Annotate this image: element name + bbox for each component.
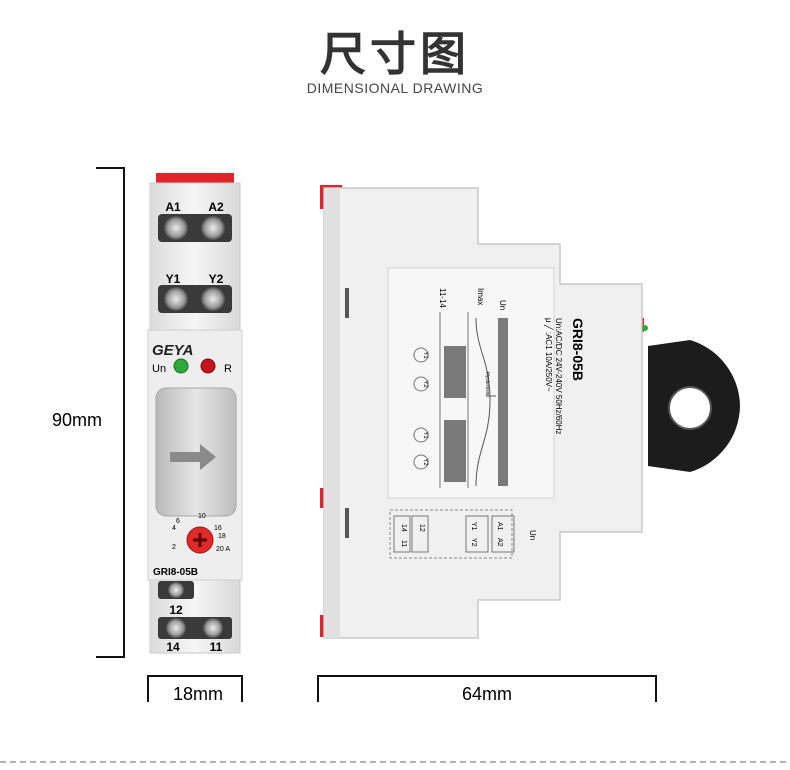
page-subtitle: DIMENSIONAL DRAWING	[306, 80, 484, 96]
screw-icon[interactable]	[168, 582, 184, 598]
width-dimension-side	[317, 675, 657, 702]
diagram-bar	[444, 346, 466, 398]
arrow-right-icon	[170, 444, 216, 470]
brand-logo: GEYA	[152, 342, 193, 359]
diagram-bar-un	[498, 318, 508, 486]
terminal-label-y1: Y1	[166, 272, 181, 286]
ct-hole	[668, 386, 712, 430]
front-view: A1 A2 Y1 Y2 GEYA Un R 4 6 10 16 18 20 A …	[147, 173, 243, 654]
diagram-header-imax: Imax	[476, 288, 485, 305]
terminal-label-14: 14	[166, 640, 180, 654]
terminal-label-11: 11	[210, 640, 223, 654]
wiring-label: A2	[496, 538, 503, 547]
wiring-diagram	[389, 509, 513, 559]
wiring-label: A1	[496, 522, 503, 531]
width-side-label: 64mm	[462, 684, 512, 704]
terminal-label-12: 12	[169, 603, 183, 617]
dial-screw-icon	[193, 533, 207, 547]
diagram-y1: Y1	[422, 431, 428, 439]
screw-icon[interactable]	[164, 216, 188, 240]
spec-line-2: μ ╱ :AC1 10A/250V~	[544, 318, 554, 392]
side-slot	[345, 288, 349, 318]
dial-tick: 10	[198, 513, 206, 520]
page-title: 尺寸图	[320, 27, 470, 81]
diagram-bar	[444, 420, 466, 482]
wiring-label: Un	[528, 530, 537, 540]
wiring-label: Y2	[470, 538, 477, 547]
height-label: 90mm	[52, 410, 102, 430]
led-label-un: Un	[152, 363, 166, 375]
terminal-label-a2: A2	[208, 200, 224, 214]
wiring-label: Y1	[470, 522, 477, 531]
dial-tick: 20 A	[216, 546, 230, 553]
dial-tick: 16	[214, 525, 222, 532]
diagram-header-un: Un	[498, 300, 507, 310]
diagram-header-11-14: 11-14	[438, 288, 447, 308]
screw-icon[interactable]	[201, 216, 225, 240]
terminal-label-y2: Y2	[209, 272, 224, 286]
width-dimension-front	[147, 675, 243, 702]
current-transformer-ring	[648, 340, 740, 472]
side-view: 11-14 Imax Un Hysteresis Y1 Y2 Y1 Y2 GRI…	[320, 185, 648, 639]
side-label-panel	[387, 267, 555, 499]
front-model-label: GRI8-05B	[153, 567, 198, 578]
side-slot	[345, 508, 349, 538]
terminal-label-a1: A1	[165, 200, 181, 214]
dial-tick: 4	[172, 525, 176, 532]
diagram-y1: Y1	[422, 351, 428, 359]
dial-tick: 6	[176, 518, 180, 525]
spec-line-1: Un:AC/DC 24V-240V 50Hz/60Hz	[554, 318, 563, 435]
diagram-y2: Y2	[422, 458, 428, 466]
wiring-label: 12	[418, 524, 425, 532]
screw-icon[interactable]	[164, 287, 188, 311]
wiring-label: 11	[400, 540, 407, 547]
dial-tick: 2	[172, 544, 176, 551]
relay-led-icon	[200, 358, 216, 374]
hysteresis-label: Hysteresis	[484, 372, 490, 396]
led-label-r: R	[224, 363, 232, 375]
screw-icon[interactable]	[166, 618, 186, 638]
side-led-icon	[642, 325, 648, 331]
screw-icon[interactable]	[201, 287, 225, 311]
power-led-icon	[173, 358, 189, 374]
side-model-label: GRI8-05B	[570, 318, 586, 381]
wiring-label: 14	[400, 524, 407, 532]
side-rail	[324, 188, 340, 638]
dial-tick: 18	[218, 533, 226, 540]
diagram-y2: Y2	[422, 380, 428, 388]
screw-icon[interactable]	[203, 618, 223, 638]
height-dimension	[96, 167, 125, 658]
width-front-label: 18mm	[173, 684, 223, 704]
top-red-clip	[156, 173, 234, 185]
